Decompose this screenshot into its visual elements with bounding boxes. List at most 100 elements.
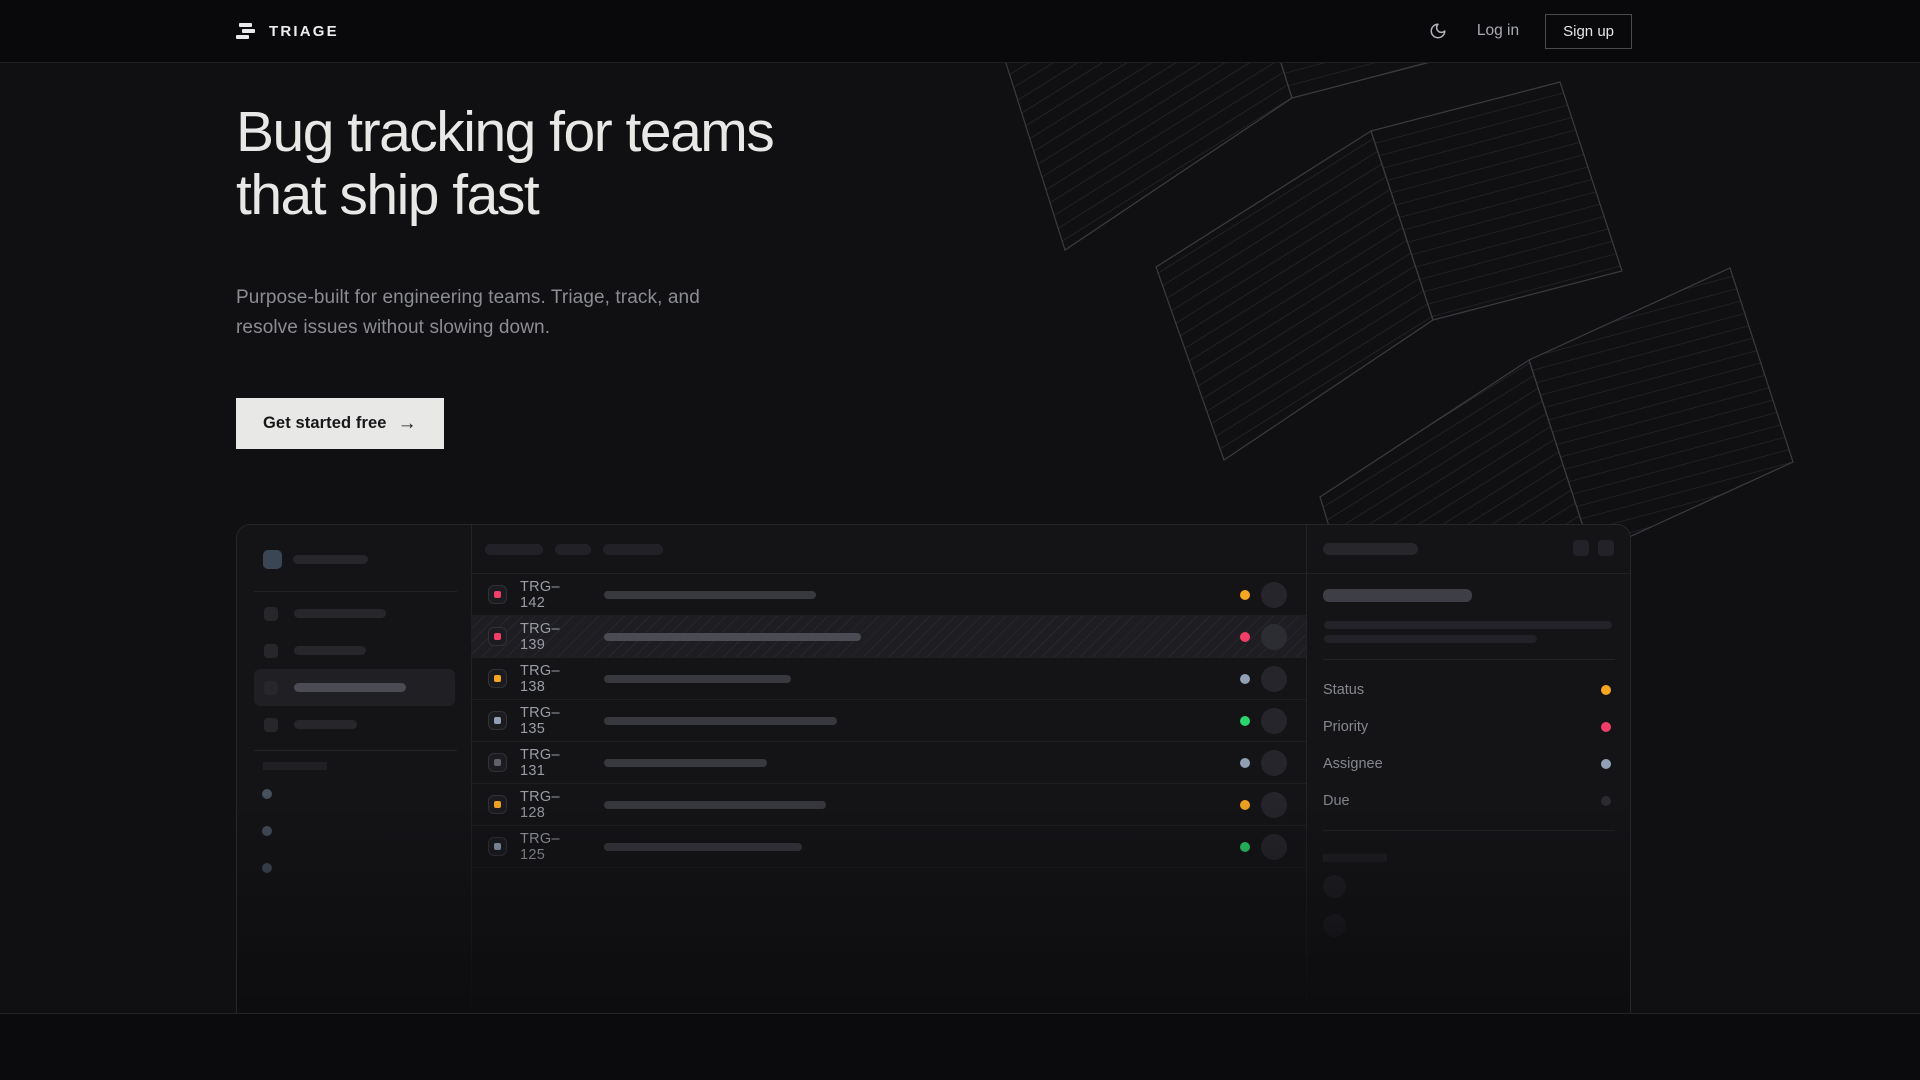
issue-type-icon (488, 627, 507, 646)
sidebar-dot (262, 826, 272, 836)
skeleton-bar (604, 590, 816, 599)
issue-type-icon (488, 669, 507, 688)
login-link[interactable]: Log in (1476, 22, 1520, 39)
issue-id: TRG–125 (520, 830, 560, 863)
mockup-nav-item (254, 706, 455, 743)
property-value-dot (1601, 758, 1611, 769)
issue-id: TRG–128 (520, 788, 560, 821)
site-header: TRIAGE Log in Sign up (0, 0, 1920, 63)
issue-type-icon (488, 711, 507, 730)
issue-type-icon (488, 585, 507, 604)
avatar-placeholder (1261, 791, 1287, 818)
issue-id: TRG–131 (520, 746, 560, 779)
issue-id: TRG–135 (520, 704, 560, 737)
issue-type-color (494, 633, 501, 640)
skeleton-bar (294, 609, 386, 618)
mock-issue-row: TRG–139 (471, 616, 1306, 658)
nav-icon-placeholder (264, 606, 278, 621)
get-started-label: Get started free (263, 414, 387, 432)
divider (1323, 659, 1615, 660)
mock-issue-row: TRG–131 (471, 742, 1306, 784)
avatar-placeholder (1261, 749, 1287, 776)
header-nav: Log in Sign up (1425, 13, 1632, 49)
skeleton-tab (555, 543, 591, 555)
property-label: Status (1323, 681, 1365, 698)
arrow-right-icon: → (397, 412, 417, 434)
sidebar-dot (262, 789, 272, 799)
skeleton-bar (604, 800, 826, 809)
issue-status-dot (1240, 631, 1250, 642)
skeleton-bar (294, 646, 366, 655)
issue-type-icon (488, 837, 507, 856)
property-row: Status (1306, 671, 1630, 708)
mockup-sidebar-nav (254, 595, 455, 743)
skeleton-bar (604, 842, 802, 851)
avatar-placeholder (1261, 581, 1287, 608)
skeleton-bar (604, 674, 791, 683)
skeleton-label (1323, 854, 1387, 862)
issue-type-icon (488, 795, 507, 814)
avatar-placeholder (1323, 875, 1346, 898)
mockup-nav-item (254, 632, 455, 669)
property-value-dot (1601, 684, 1611, 695)
mockup-nav-item (254, 595, 455, 632)
issue-type-color (494, 759, 501, 766)
property-label: Due (1323, 792, 1350, 809)
issue-id: TRG–142 (520, 578, 560, 611)
issue-status-dot (1240, 673, 1250, 684)
property-label: Assignee (1323, 755, 1383, 772)
issue-status-dot (1240, 589, 1250, 600)
issue-id: TRG–139 (520, 620, 560, 653)
skeleton-tab (485, 543, 543, 555)
workspace-avatar-placeholder (263, 550, 282, 569)
skeleton-bar (1324, 635, 1537, 643)
skeleton-bar (293, 555, 368, 564)
brand-name: TRIAGE (269, 22, 339, 40)
hero-subtitle: Purpose-built for engineering teams. Tri… (236, 287, 700, 338)
issue-id: TRG–138 (520, 662, 560, 695)
mockup-list-header (471, 525, 1306, 574)
issue-status-dot (1240, 799, 1250, 810)
issue-type-icon (488, 753, 507, 772)
mockup-sidebar (237, 525, 472, 1013)
property-row: Priority (1306, 708, 1630, 745)
get-started-button[interactable]: Get started free → (236, 398, 444, 449)
skeleton-button (1573, 540, 1589, 556)
mock-issue-row: TRG–128 (471, 784, 1306, 826)
avatar-placeholder (1261, 623, 1287, 650)
triage-logo-icon (236, 23, 256, 39)
property-row: Due (1306, 782, 1630, 819)
issue-type-color (494, 801, 501, 808)
property-value-dot (1601, 721, 1611, 732)
skeleton-bar (604, 632, 861, 641)
skeleton-bar (604, 758, 767, 767)
mockup-panel-header (1306, 525, 1630, 574)
brand-home-link[interactable]: TRIAGE (236, 23, 339, 40)
skeleton-button (1598, 540, 1614, 556)
avatar-placeholder (1323, 914, 1346, 937)
theme-toggle-button[interactable] (1425, 18, 1451, 44)
footer-section (0, 1013, 1920, 1080)
mock-issue-row: TRG–142 (471, 574, 1306, 616)
divider (254, 750, 457, 751)
signup-button[interactable]: Sign up (1545, 13, 1632, 49)
avatar-placeholder (1261, 707, 1287, 734)
avatar-placeholder (1261, 665, 1287, 692)
nav-icon-placeholder (264, 680, 278, 695)
skeleton-title-bar (1323, 589, 1472, 602)
mock-issue-row: TRG–125 (471, 826, 1306, 868)
mock-issue-row: TRG–138 (471, 658, 1306, 700)
skeleton-label (263, 762, 327, 770)
sidebar-dot (262, 863, 272, 873)
nav-icon-placeholder (264, 643, 278, 658)
divider (1323, 830, 1615, 831)
issue-type-color (494, 591, 501, 598)
skeleton-bar (294, 720, 357, 729)
skeleton-bar (1324, 621, 1612, 629)
